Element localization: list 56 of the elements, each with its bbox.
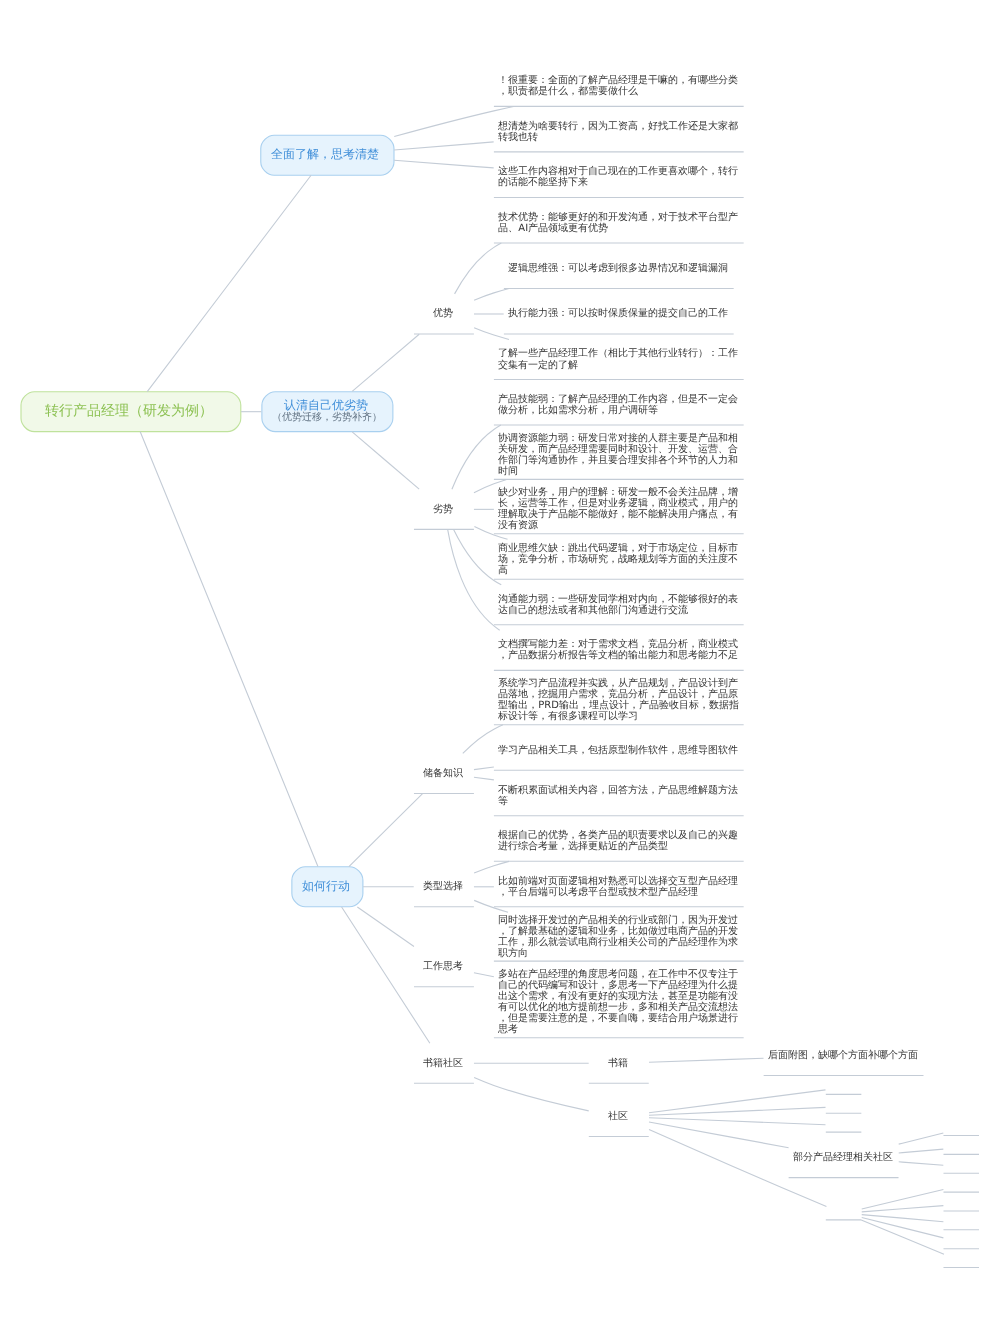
connector [473,288,510,301]
connector [648,1089,827,1114]
connector [473,886,495,888]
connector [362,886,415,888]
connector [473,508,495,510]
node-line [825,1131,862,1133]
node-line [942,1191,980,1193]
connector [861,1205,944,1213]
node-line [825,1219,862,1221]
connector [454,242,502,295]
connector [473,1077,590,1112]
connector [393,105,515,138]
connector [861,1214,944,1223]
connector [393,159,495,169]
connector [648,1121,790,1149]
connector [451,424,502,490]
connector [393,141,495,151]
node-line [942,1172,980,1174]
node-line [825,1093,862,1095]
connector [473,899,509,913]
connector [351,431,420,490]
connector [453,528,502,586]
connector [648,1106,827,1116]
connector [139,431,319,867]
connector [648,1117,827,1126]
connector [648,1057,765,1063]
connector [898,1148,944,1154]
connector [473,1062,590,1064]
connector [473,860,510,874]
connector [473,766,495,771]
connector [861,1188,944,1210]
connector [462,724,504,754]
node-line [942,1267,980,1269]
node-line [825,1112,862,1114]
connector [356,906,415,948]
connector [898,1132,944,1145]
node-line [942,1229,980,1231]
connector [341,906,431,1044]
connector [473,478,508,494]
connector [648,1129,827,1208]
node-line [942,1153,980,1155]
connector [898,1161,944,1166]
connector [473,525,509,540]
connector [861,1216,944,1239]
connector [240,411,262,413]
node-line [942,1248,980,1250]
connector [473,972,495,978]
connector [348,793,424,868]
connector [473,776,495,781]
connector [146,174,312,393]
connector [860,1219,945,1255]
node-line [942,1134,980,1136]
connector [473,313,505,315]
connector [473,327,510,340]
connector [447,529,501,631]
connector [351,333,420,392]
